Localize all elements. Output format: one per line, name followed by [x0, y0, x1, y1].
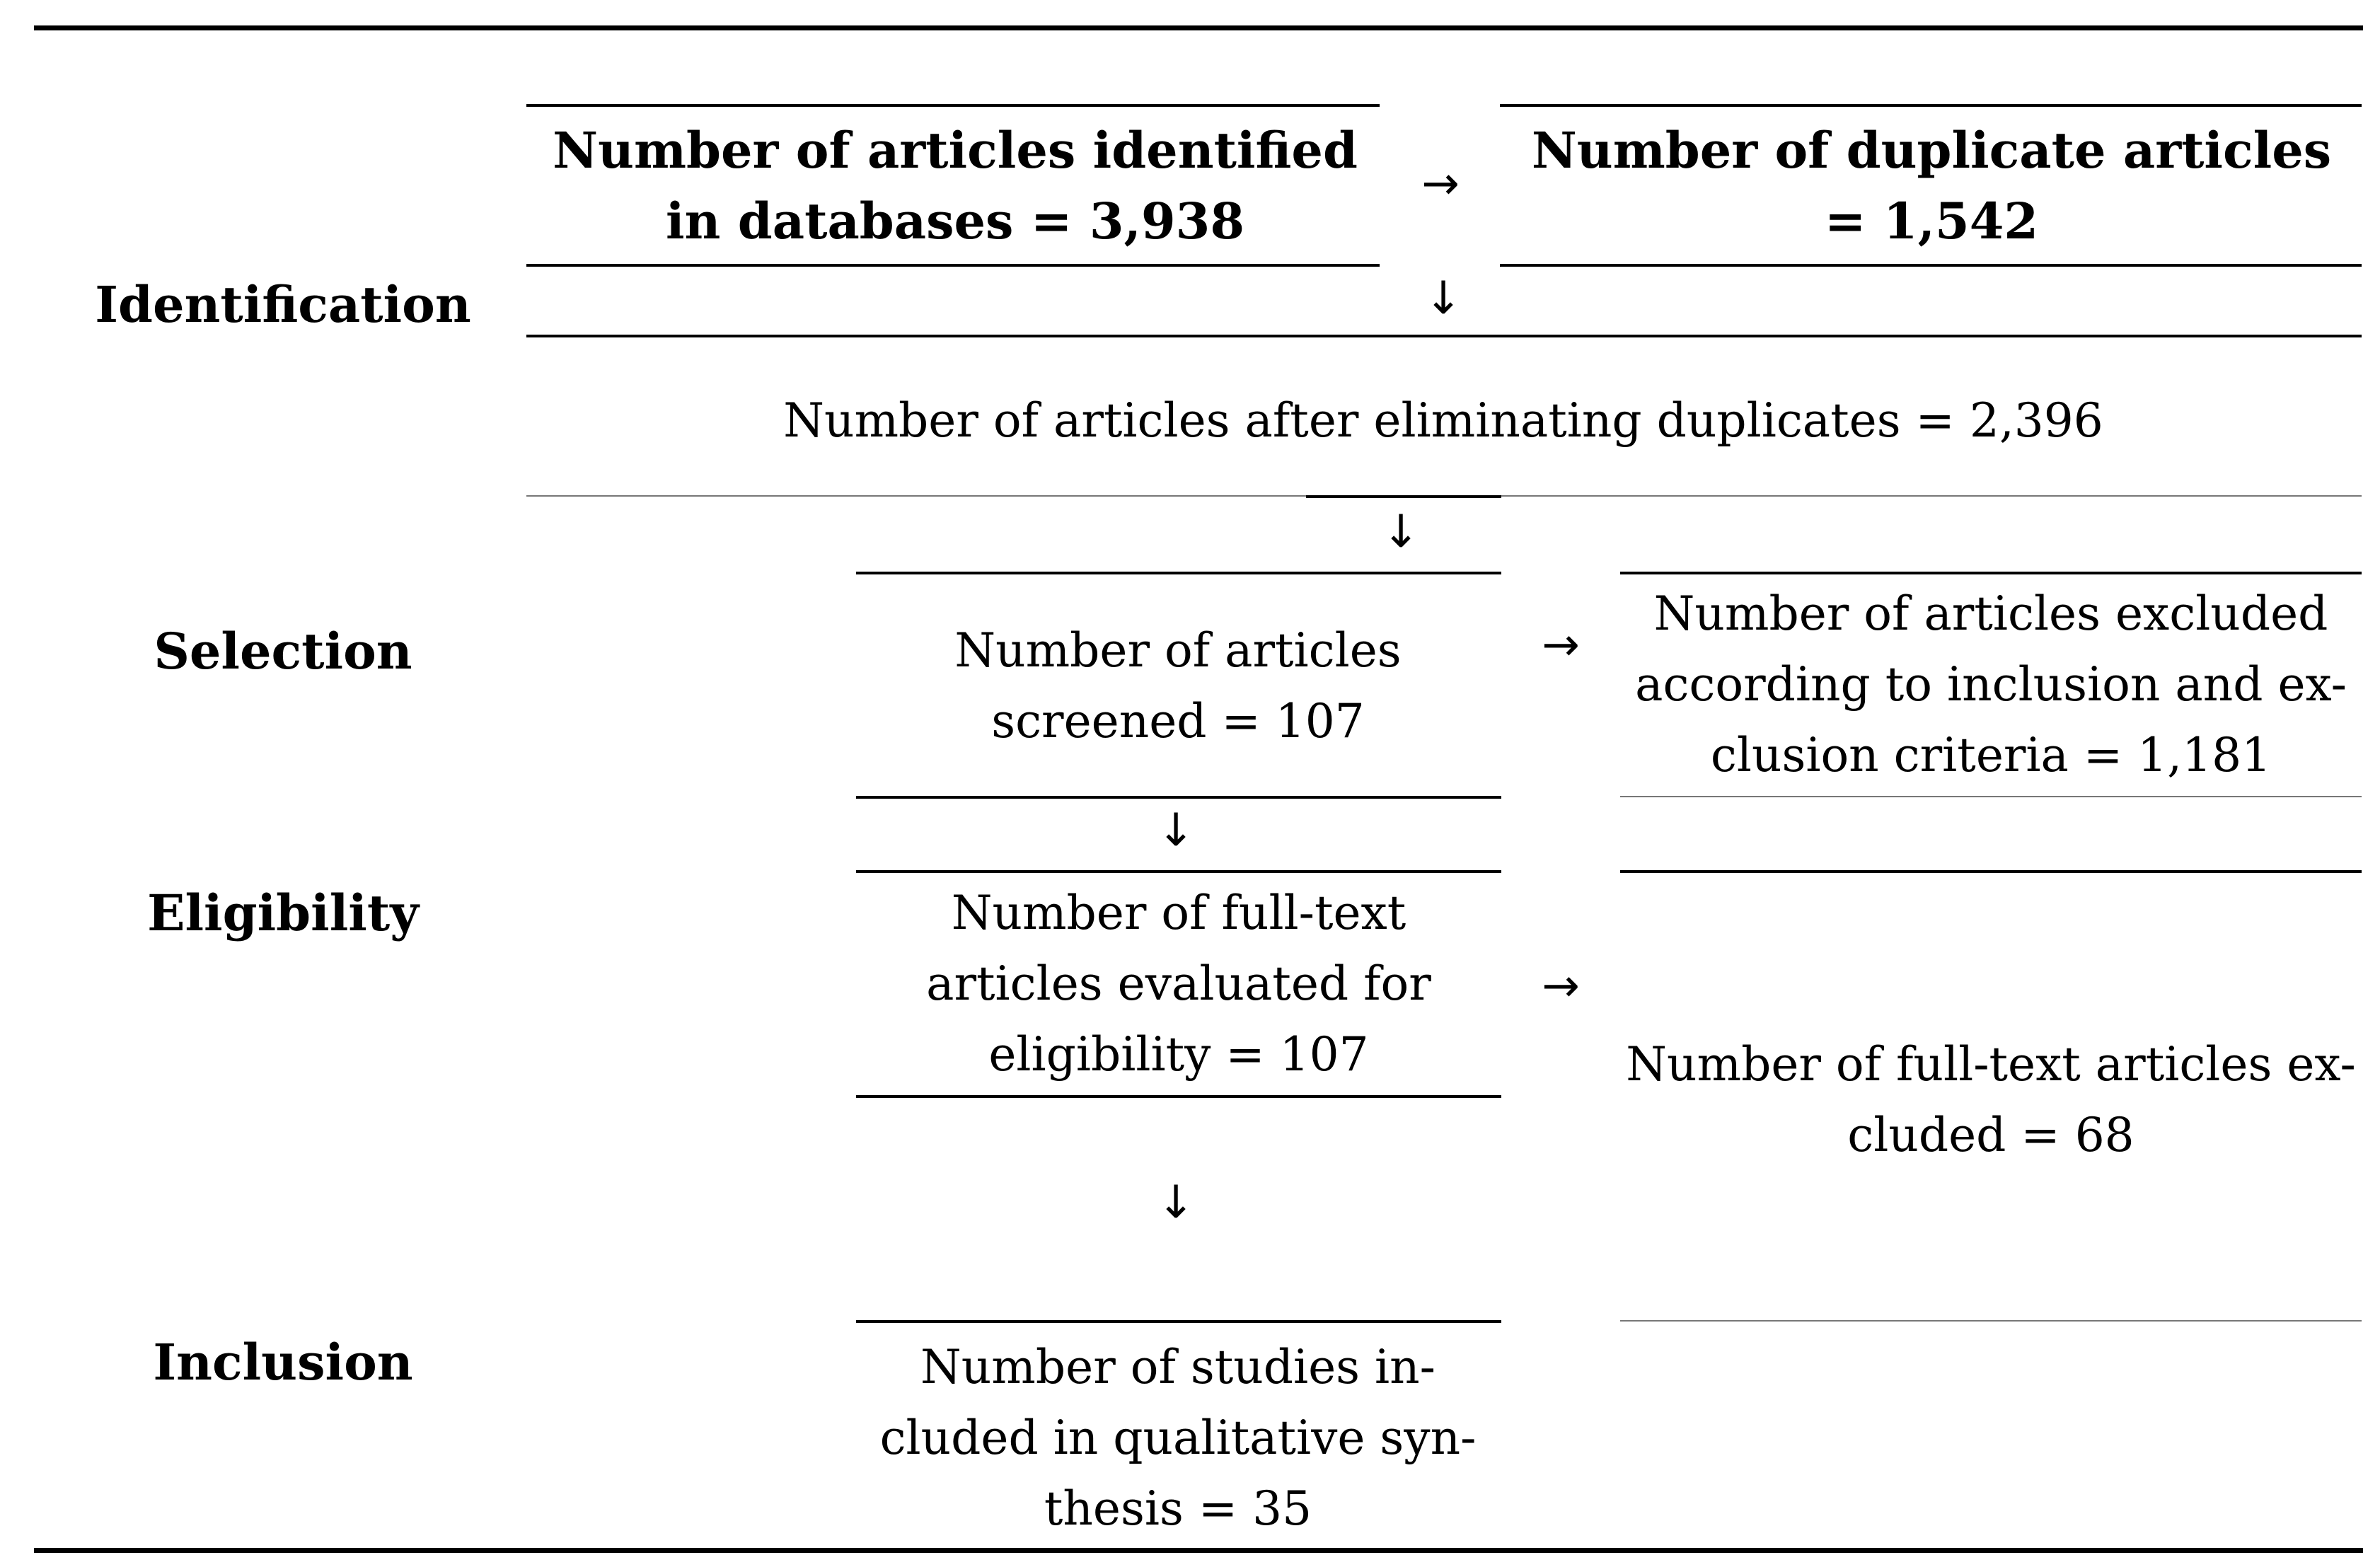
after-duplicates-box-text: Number of articles after eliminating dup…	[783, 393, 2103, 448]
stage-eligibility: Eligibility	[147, 883, 419, 942]
arrow-down-to-screened: ↓	[1382, 506, 1420, 558]
excluded-criteria-box-bottom	[1620, 796, 2362, 797]
stage-identification: Identification	[95, 274, 471, 334]
screened-box-text: Number of articles screened = 107	[954, 623, 1402, 748]
stage-selection: Selection	[154, 621, 412, 681]
full-text-evaluated-box-top	[856, 870, 1501, 873]
identified-box-text: Number of articles identified in databas…	[553, 121, 1358, 250]
arrow-right-to-full-text-excluded: →	[1542, 960, 1580, 1012]
arrow-down-to-after-duplicates: ↓	[1424, 272, 1462, 325]
bottom-rule	[34, 1548, 2363, 1553]
duplicates-box-bottom	[1500, 264, 2362, 267]
duplicates-box-top	[1500, 104, 2362, 107]
screened-box-bottom	[856, 796, 1501, 799]
screened-box-top	[856, 572, 1501, 574]
arrow-right-to-duplicates: →	[1421, 158, 1460, 210]
after-duplicates-box-top	[526, 335, 2362, 337]
included-box-text: Number of studies in-cluded in qualitati…	[879, 1339, 1477, 1536]
stage-inclusion: Inclusion	[153, 1332, 413, 1392]
included-box-top	[856, 1320, 1501, 1323]
arrow-down-to-full-text-evaluated: ↓	[1157, 804, 1195, 857]
full-text-excluded-box-bottom	[1620, 1320, 2362, 1322]
full-text-excluded-box-top	[1620, 870, 2362, 873]
excluded-criteria-box-text: Number of articles excluded according to…	[1635, 586, 2347, 782]
top-rule	[34, 25, 2363, 30]
connector-segment	[1306, 495, 1501, 498]
identified-box-bottom	[526, 264, 1380, 267]
full-text-evaluated-box-text: Number of full-text articles evaluated f…	[926, 885, 1431, 1082]
duplicates-box-text: Number of duplicate articles = 1,542	[1531, 121, 2332, 250]
arrow-right-to-excluded-criteria: →	[1542, 619, 1580, 671]
arrow-down-to-included: ↓	[1157, 1176, 1195, 1229]
excluded-criteria-box-top	[1620, 572, 2362, 574]
identified-box-top	[526, 104, 1380, 107]
full-text-excluded-box-text: Number of full-text articles ex-cluded =…	[1626, 1037, 2356, 1162]
full-text-evaluated-box-bottom	[856, 1095, 1501, 1098]
